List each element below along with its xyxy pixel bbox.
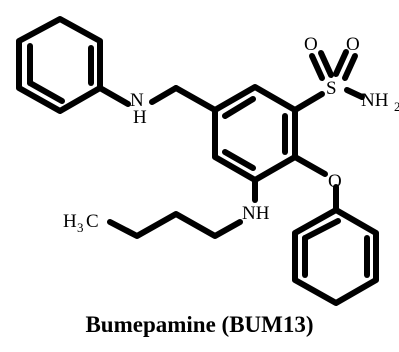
sulfonamide-nh-label: NH (361, 90, 389, 111)
phenoxy-phenyl-ring (292, 207, 379, 306)
central-benzene-ring (212, 84, 298, 183)
bond-phenyl-nh (97, 85, 131, 107)
bond-ring-ether-o (292, 154, 328, 177)
bond-ch2-ring (173, 85, 218, 113)
methyl-h-label: H (63, 211, 77, 232)
methyl-subscript: 3 (77, 220, 84, 235)
bond-ring-sulfur (292, 91, 325, 113)
bond-s-o-right-a (333, 49, 349, 77)
compound-name-caption: Bumepamine (BUM13) (85, 312, 314, 337)
bond-s-o-left-a (309, 53, 325, 81)
bond-nh-ch2 (149, 85, 179, 105)
benzylamine-n-label: N (130, 90, 144, 111)
benzylamine-h-label: H (133, 107, 147, 128)
ether-oxygen-label: O (328, 171, 342, 192)
methyl-c-label: C (86, 211, 99, 232)
butylamine-nh-label: NH (242, 203, 270, 224)
oxygen-label-left: O (304, 34, 318, 55)
oxygen-label-right: O (346, 34, 360, 55)
sulfonamide-nh-subscript: 2 (394, 99, 399, 114)
bond-s-nh2 (344, 87, 365, 100)
bond-s-o-right-b (342, 53, 358, 81)
bond-s-o-left-b (318, 50, 334, 78)
butyl-chain (107, 211, 243, 239)
aniline-phenyl-ring (16, 16, 103, 114)
sulfur-label: S (326, 78, 337, 99)
